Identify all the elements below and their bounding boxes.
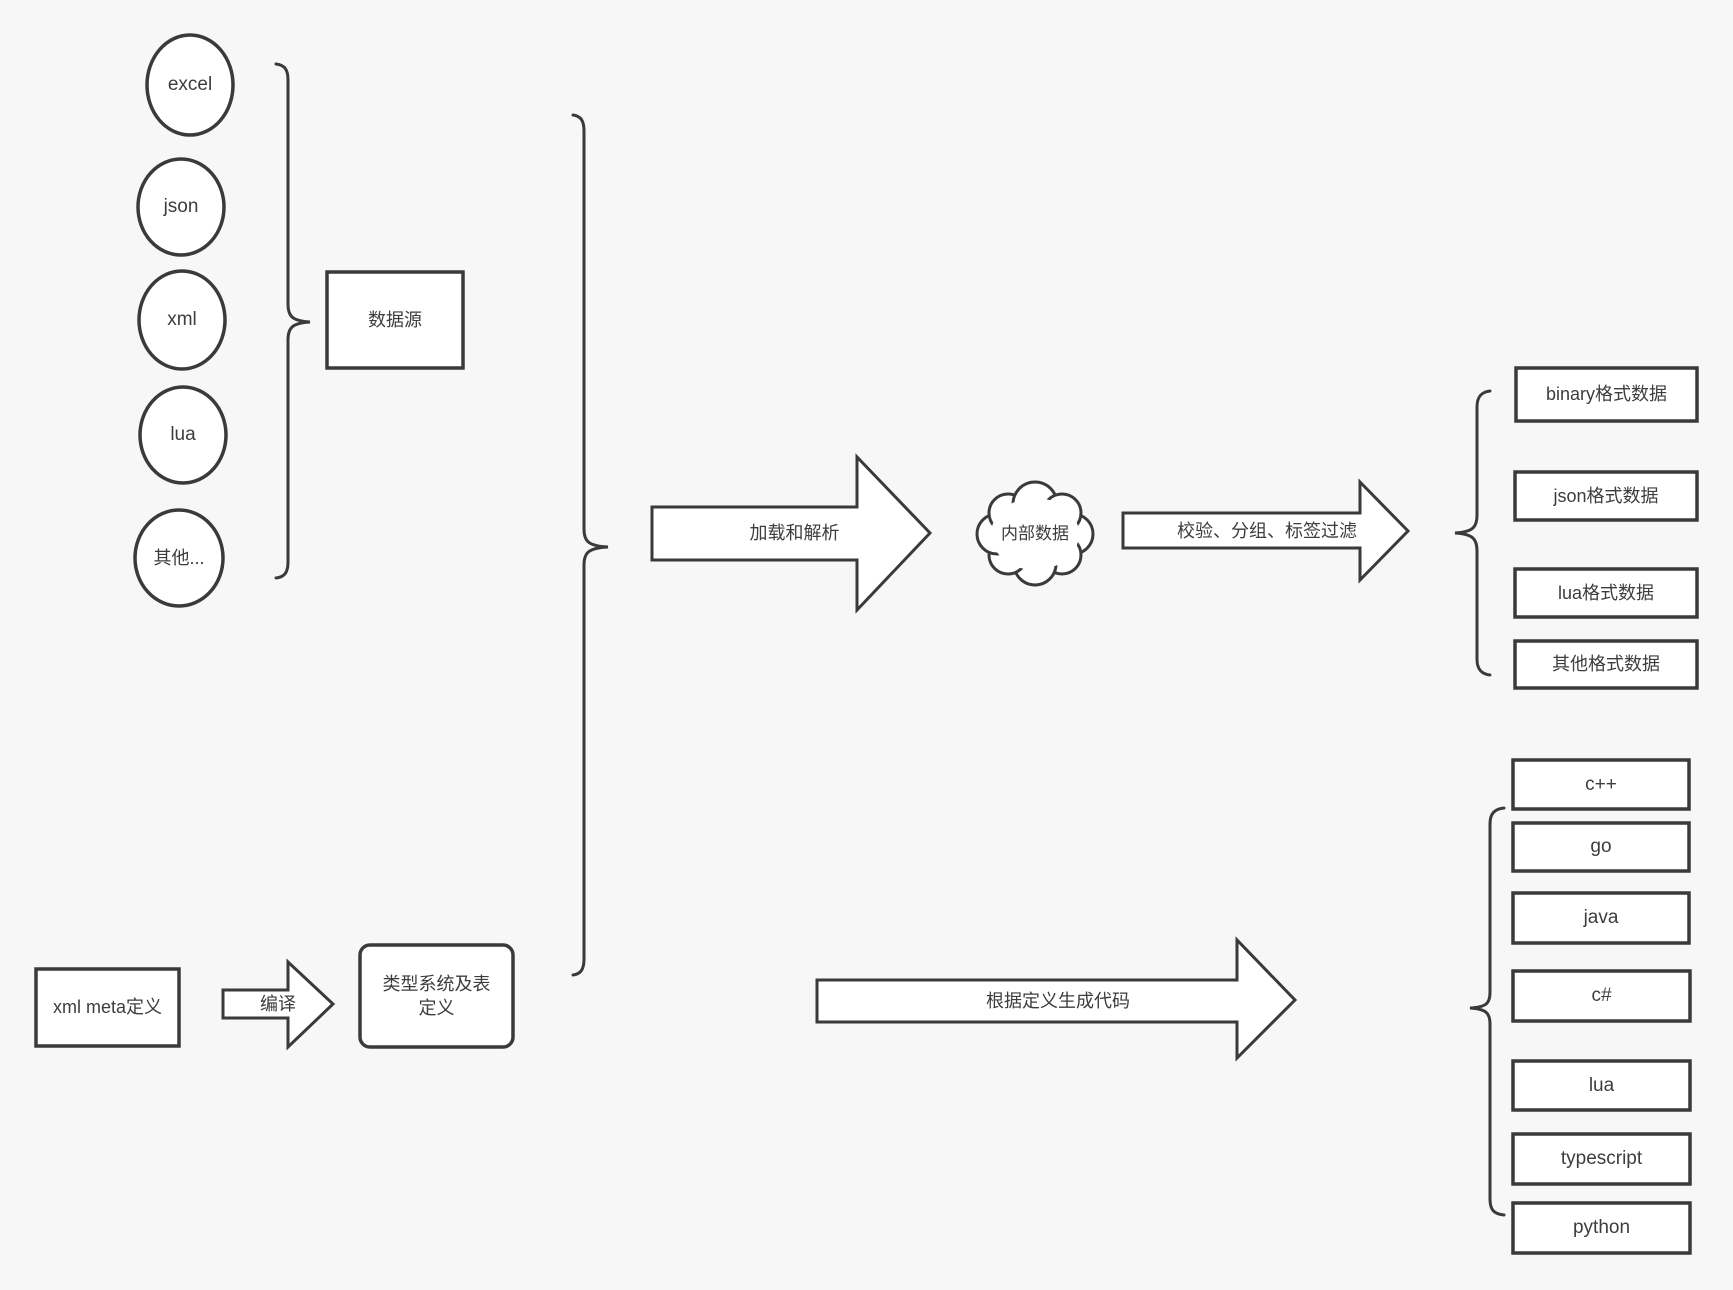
lang-box-csharp bbox=[1511, 969, 1692, 1023]
sources-brace bbox=[274, 62, 311, 580]
format-box-lua bbox=[1513, 567, 1699, 619]
compile-arrow bbox=[221, 958, 336, 1051]
format-box-json bbox=[1513, 470, 1699, 522]
internal-data-cloud bbox=[975, 480, 1095, 587]
inputs-brace bbox=[571, 113, 609, 977]
source-ellipse-json bbox=[136, 157, 226, 257]
lang-box-cpp bbox=[1511, 758, 1691, 811]
lang-box-java bbox=[1511, 891, 1691, 945]
datasource-box bbox=[325, 270, 465, 370]
lang-box-typescript bbox=[1511, 1132, 1692, 1186]
formats-brace bbox=[1454, 389, 1492, 677]
source-ellipse-excel bbox=[145, 33, 235, 137]
load-parse-arrow bbox=[650, 453, 933, 614]
format-box-other bbox=[1513, 639, 1699, 690]
type-system-box bbox=[358, 943, 515, 1049]
filter-arrow bbox=[1121, 478, 1411, 584]
xml-meta-box bbox=[34, 967, 181, 1048]
source-ellipse-lua bbox=[138, 385, 228, 485]
source-ellipse-xml bbox=[137, 269, 227, 371]
lang-box-lua bbox=[1511, 1059, 1692, 1112]
codegen-arrow bbox=[815, 936, 1298, 1062]
lang-box-go bbox=[1511, 821, 1691, 873]
format-box-binary bbox=[1514, 366, 1699, 423]
languages-brace bbox=[1469, 806, 1506, 1217]
source-ellipse-other bbox=[133, 508, 225, 608]
lang-box-python bbox=[1511, 1201, 1692, 1255]
